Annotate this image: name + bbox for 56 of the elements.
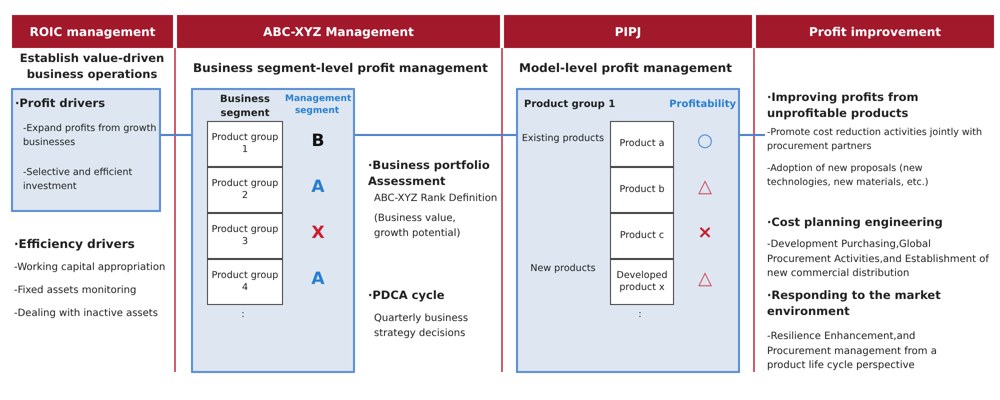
profitability-mark: ○ <box>696 131 714 151</box>
bullet-text: -Fixed assets monitoring <box>14 284 138 298</box>
column-heading: Management segment <box>285 93 349 118</box>
bullet-text: -Development Purchasing,Global Procurement Activities,and Establishment of new commercial distribution <box>767 238 990 281</box>
continuation-mark: : <box>240 308 246 322</box>
section-heading: ·Efficiency drivers <box>14 236 136 252</box>
header-band: ABC-XYZ Management <box>177 15 500 48</box>
section-heading: ·PDCA cycle <box>368 288 446 304</box>
note-text: ABC-XYZ Rank Definition <box>374 192 498 206</box>
bullet-text: -Resilience Enhancement,and Procurement management from a product life cycle perspective <box>767 330 938 373</box>
column-heading: Business segment <box>219 93 271 120</box>
profitability-mark: △ <box>697 177 713 197</box>
column-title: Model-level profit management <box>519 60 733 76</box>
bullet-text: -Expand profits from growth businesses <box>23 122 158 150</box>
product-group-cell: Product group 1 <box>207 121 283 167</box>
bullet-text: -Promote cost reduction activities jointly with procurement partners <box>767 126 984 154</box>
section-heading: ·Cost planning engineering <box>767 215 944 231</box>
continuation-mark: : <box>637 308 643 322</box>
rank-letter: X <box>310 224 326 243</box>
product-group-cell: Product group 3 <box>207 213 283 259</box>
header-band: Profit improvement <box>756 15 994 48</box>
bullet-text: -Working capital appropriation <box>14 261 166 275</box>
bullet-text: -Adoption of new proposals (new technologies, new materials, etc.) <box>767 162 930 190</box>
profitability-mark: × <box>696 223 714 243</box>
row-heading: Existing products <box>520 132 606 146</box>
bullet-text: -Selective and efficient investment <box>23 166 134 194</box>
product-cell: Product c <box>610 213 674 259</box>
section-heading: ·Responding to the market environment <box>767 288 942 320</box>
profitability-mark: △ <box>697 269 713 289</box>
section-heading: ·Business portfolio Assessment <box>368 158 491 190</box>
column-title: Business segment-level profit management <box>193 60 489 76</box>
section-heading: ·Profit drivers <box>15 96 106 112</box>
section-heading: ·Improving profits from unprofitable products <box>767 90 920 122</box>
rank-letter: A <box>310 178 326 197</box>
group-heading: Product group 1 <box>524 98 616 112</box>
connector-line <box>161 134 191 136</box>
header-band: PIPJ <box>504 15 752 48</box>
column-heading: Profitability <box>668 98 736 112</box>
rank-letter: B <box>310 132 326 151</box>
product-group-cell: Product group 2 <box>207 167 283 213</box>
bullet-text: -Dealing with inactive assets <box>14 307 159 321</box>
note-text: Quarterly business strategy decisions <box>374 312 470 340</box>
product-panel <box>516 88 740 373</box>
rank-letter: A <box>310 270 326 289</box>
segment-panel <box>191 88 355 373</box>
connector-line <box>740 134 765 136</box>
column-title: Establish value-driven business operations <box>18 51 166 82</box>
connector-line <box>355 134 516 136</box>
driver-panel <box>11 88 161 212</box>
product-cell: Product a <box>610 121 674 167</box>
note-text: (Business value, growth potential) <box>374 212 462 240</box>
product-group-cell: Product group 4 <box>207 259 283 305</box>
header-band: ROIC management <box>12 15 173 48</box>
row-heading: New products <box>529 262 597 276</box>
product-cell: Developed product x <box>610 259 674 305</box>
product-cell: Product b <box>610 167 674 213</box>
